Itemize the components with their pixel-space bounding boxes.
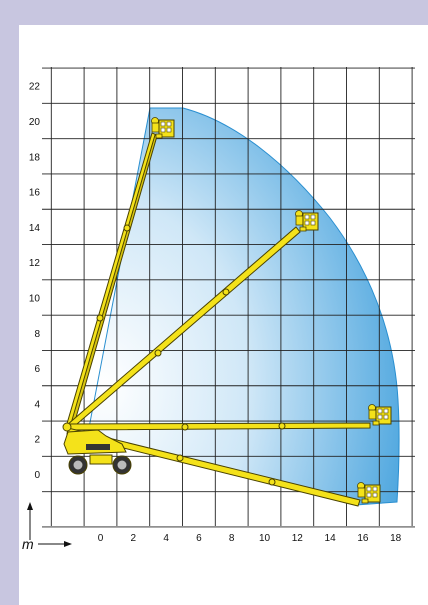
y-tick-label: 14 xyxy=(29,223,41,234)
x-tick-label: 12 xyxy=(292,533,304,544)
x-tick-label: 18 xyxy=(390,533,402,544)
x-tick-label: 4 xyxy=(163,533,169,544)
boom-joint xyxy=(154,349,162,357)
y-axis-arrow xyxy=(27,502,33,540)
x-tick-label: 16 xyxy=(357,533,369,544)
boom-joint xyxy=(96,314,104,322)
y-tick-label: 2 xyxy=(34,435,40,446)
y-tick-label: 22 xyxy=(29,82,41,93)
y-tick-label: 20 xyxy=(29,117,41,128)
y-tick-label: 0 xyxy=(34,470,40,481)
x-tick-label: 2 xyxy=(131,533,137,544)
x-tick-label: 0 xyxy=(98,533,104,544)
boom-joint xyxy=(181,423,189,431)
boom-joint xyxy=(268,478,276,486)
aerial-lift-vehicle-icon xyxy=(62,422,132,475)
boom-joint xyxy=(278,422,286,430)
work-platform-icon xyxy=(151,117,175,139)
y-tick-label: 12 xyxy=(29,258,41,269)
work-platform-icon xyxy=(357,482,381,504)
y-tick-label: 4 xyxy=(34,399,40,410)
x-tick-label: 8 xyxy=(229,533,235,544)
x-axis-tick-labels: 0 2 4 6 8 10 12 14 16 18 xyxy=(98,533,402,544)
x-axis-unit-label: m xyxy=(22,536,34,552)
x-tick-label: 10 xyxy=(259,533,271,544)
work-platform-icon xyxy=(368,404,392,426)
y-axis-tick-labels: 0 2 4 6 8 10 12 14 16 18 20 22 xyxy=(29,82,41,481)
work-platform-icon xyxy=(295,210,319,232)
y-tick-label: 8 xyxy=(34,329,40,340)
y-tick-label: 6 xyxy=(34,364,40,375)
x-tick-label: 6 xyxy=(196,533,202,544)
y-tick-label: 10 xyxy=(29,294,41,305)
y-tick-label: 18 xyxy=(29,152,41,163)
boom-joint xyxy=(176,454,184,462)
boom-joint xyxy=(222,288,230,296)
boom-low xyxy=(66,427,361,507)
boom-joint xyxy=(123,224,131,232)
work-platforms xyxy=(151,117,392,504)
grid xyxy=(42,67,415,528)
working-envelope xyxy=(87,107,400,506)
x-tick-label: 14 xyxy=(325,533,337,544)
x-axis-arrow xyxy=(38,541,72,547)
y-tick-label: 16 xyxy=(29,188,41,199)
boom-positions xyxy=(65,132,371,507)
